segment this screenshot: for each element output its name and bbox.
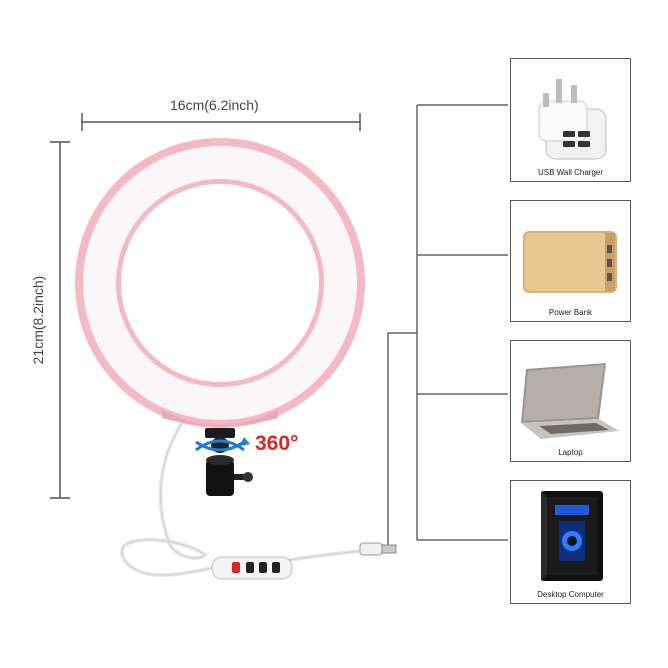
device-card-laptop: Laptop <box>510 340 631 462</box>
ring-light <box>75 138 365 428</box>
height-dimension-line <box>50 141 70 499</box>
rotation-label: 360° <box>255 432 299 455</box>
desktop-computer-icon <box>541 491 603 581</box>
ball-head-mount <box>195 428 253 496</box>
usb-plug <box>359 542 397 556</box>
device-card-desktop-computer: Desktop Computer <box>510 480 631 604</box>
usb-wall-charger-icon <box>538 79 607 160</box>
laptop-icon <box>521 363 619 439</box>
width-dimension-line <box>81 113 361 131</box>
width-dimension-label: 16cm(6.2inch) <box>170 97 259 113</box>
device-label: Desktop Computer <box>537 590 604 599</box>
device-card-power-bank: Power Bank <box>510 200 631 322</box>
device-label: USB Wall Charger <box>537 168 604 177</box>
power-bank-icon <box>523 231 617 293</box>
device-label: Laptop <box>558 448 583 457</box>
inline-switch <box>211 556 293 580</box>
device-label: Power Bank <box>548 308 593 317</box>
device-card-usb-wall-charger: USB Wall Charger <box>510 58 631 182</box>
